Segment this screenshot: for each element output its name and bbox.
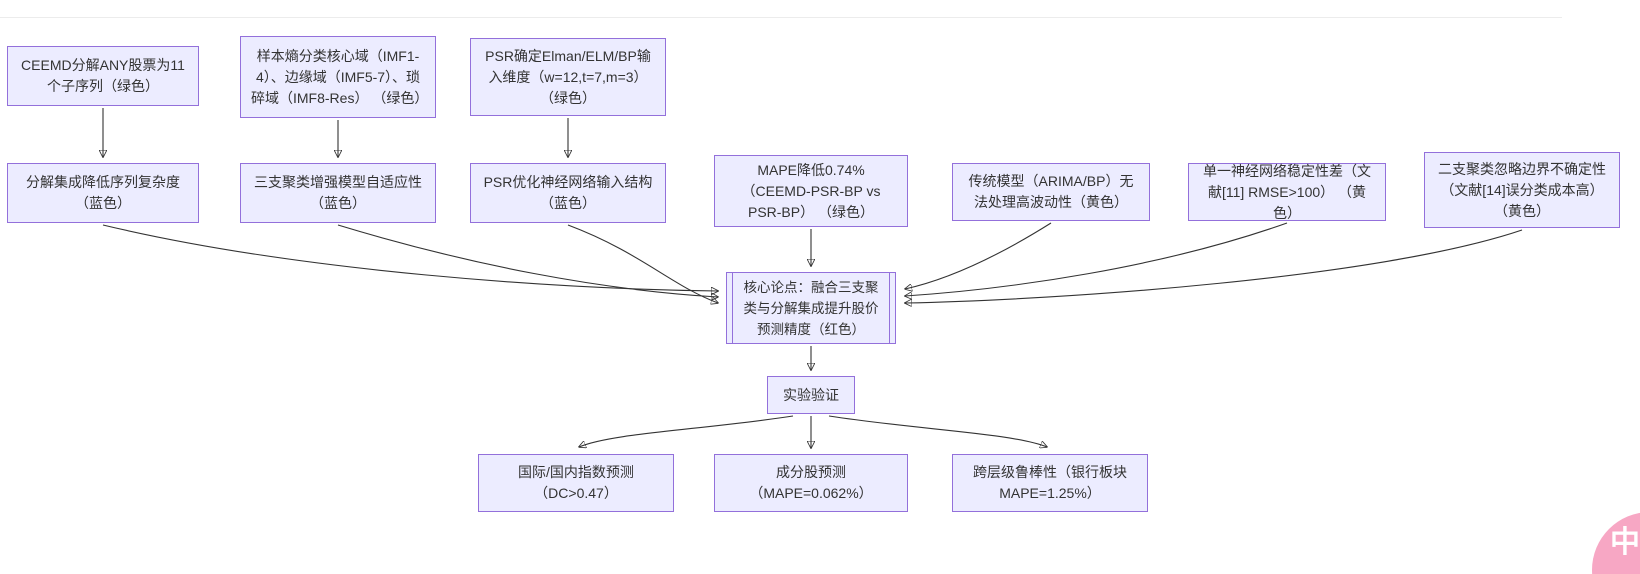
node-label: PSR确定Elman/ELM/BP输入维度（w=12,t=7,m=3） （绿色） bbox=[485, 47, 651, 106]
node-label: 单一神经网络稳定性差（文献[11] RMSE>100） （黄色） bbox=[1203, 162, 1371, 221]
edge-experiment-to-robustness bbox=[828, 415, 1047, 447]
node-sample-entropy: 样本熵分类核心域（IMF1-4）、边缘域（IMF5-7）、琐碎域（IMF8-Re… bbox=[240, 36, 436, 118]
node-cross-level-robustness: 跨层级鲁棒性（银行板块 MAPE=1.25%） bbox=[952, 454, 1148, 512]
node-ceemd-decomposition: CEEMD分解ANY股票为11个子序列（绿色） bbox=[7, 46, 199, 106]
edge-decompose-to-core bbox=[102, 224, 718, 291]
edge-threeway-to-core bbox=[337, 224, 718, 297]
node-constituent-stock-prediction: 成分股预测（MAPE=0.062%） bbox=[714, 454, 908, 512]
node-label: 样本熵分类核心域（IMF1-4）、边缘域（IMF5-7）、琐碎域（IMF8-Re… bbox=[251, 47, 429, 106]
node-label: 成分股预测（MAPE=0.062%） bbox=[749, 464, 873, 501]
node-label: 国际/国内指数预测（DC>0.47） bbox=[518, 464, 634, 501]
node-two-way-clustering-limit: 二支聚类忽略边界不确定性（文献[14]误分类成本高）（黄色） bbox=[1424, 152, 1620, 228]
translate-badge-button[interactable]: 中A bbox=[1592, 512, 1640, 574]
edge-traditional-to-core bbox=[905, 222, 1052, 289]
node-decompose-ensemble: 分解集成降低序列复杂度 （蓝色） bbox=[7, 163, 199, 223]
edge-psropt-to-core bbox=[567, 224, 718, 303]
node-label: 传统模型（ARIMA/BP）无法处理高波动性（黄色） bbox=[968, 173, 1134, 210]
node-label: PSR优化神经网络输入结构 （蓝色） bbox=[483, 174, 653, 211]
node-label: 核心论点：融合三支聚类与分解集成提升股价预测精度（红色） bbox=[743, 279, 879, 337]
node-label: 三支聚类增强模型自适应性 （蓝色） bbox=[254, 174, 422, 211]
node-label: 分解集成降低序列复杂度 （蓝色） bbox=[26, 174, 180, 211]
node-single-nn-instability: 单一神经网络稳定性差（文献[11] RMSE>100） （黄色） bbox=[1188, 163, 1386, 221]
node-label: 实验验证 bbox=[783, 386, 839, 403]
node-experiment-validation: 实验验证 bbox=[767, 376, 855, 414]
translate-icon: 中A bbox=[1610, 526, 1640, 559]
node-label: MAPE降低0.74%（CEEMD-PSR-BP vs PSR-BP） （绿色） bbox=[741, 161, 881, 220]
node-three-way-clustering: 三支聚类增强模型自适应性 （蓝色） bbox=[240, 163, 436, 223]
node-psr-optimization: PSR优化神经网络输入结构 （蓝色） bbox=[470, 163, 666, 223]
edge-singlenn-to-core bbox=[905, 222, 1288, 296]
node-psr-input-dims: PSR确定Elman/ELM/BP输入维度（w=12,t=7,m=3） （绿色） bbox=[470, 38, 666, 116]
node-label: CEEMD分解ANY股票为11个子序列（绿色） bbox=[21, 57, 185, 94]
top-divider bbox=[0, 17, 1562, 18]
edge-twoway-to-core bbox=[905, 229, 1523, 303]
node-traditional-models: 传统模型（ARIMA/BP）无法处理高波动性（黄色） bbox=[952, 163, 1150, 221]
node-core-thesis: 核心论点：融合三支聚类与分解集成提升股价预测精度（红色） bbox=[726, 272, 896, 344]
node-index-prediction: 国际/国内指数预测（DC>0.47） bbox=[478, 454, 674, 512]
node-label: 二支聚类忽略边界不确定性（文献[14]误分类成本高）（黄色） bbox=[1438, 160, 1606, 219]
edge-experiment-to-index bbox=[579, 415, 794, 447]
node-mape-reduction: MAPE降低0.74%（CEEMD-PSR-BP vs PSR-BP） （绿色） bbox=[714, 155, 908, 227]
node-label: 跨层级鲁棒性（银行板块 MAPE=1.25%） bbox=[973, 464, 1127, 501]
